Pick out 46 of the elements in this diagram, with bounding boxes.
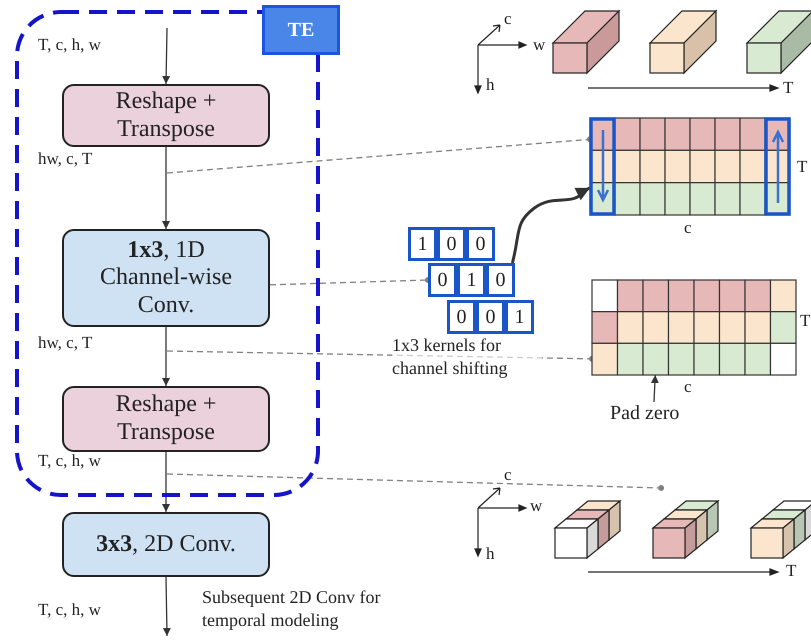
dimension-label: T, c, h, w: [38, 601, 101, 620]
arrow: [162, 28, 170, 84]
feature-grid-drawing: [590, 118, 790, 215]
dimension-label: c: [504, 10, 512, 29]
dimension-label: c: [504, 466, 512, 485]
arrow: [162, 576, 171, 636]
arrow: [162, 147, 170, 229]
dimension-label: T, c, h, w: [38, 452, 101, 471]
dimension-label: T: [783, 79, 794, 98]
arrow: [162, 327, 170, 386]
kernel-row: [428, 263, 515, 297]
callout-text: Pad zero: [610, 402, 698, 428]
caption-text: Subsequent 2D Conv for temporal modeling: [202, 586, 382, 631]
curved-arrow: [510, 186, 591, 264]
kernel-value: 0: [486, 263, 515, 297]
kernel-value: 0: [447, 300, 476, 334]
kernel-value: 0: [428, 263, 457, 297]
arrow: [650, 374, 659, 402]
kernel-row: [447, 300, 534, 334]
axis-label: c: [684, 219, 692, 238]
dimension-label: T: [786, 562, 796, 581]
process-box: 1x3, 1D Channel-wise Conv.: [62, 229, 270, 327]
dashed-connector: [166, 473, 664, 491]
dimension-label: h: [486, 545, 494, 564]
dimension-label: hw, c, T: [38, 150, 92, 169]
dimension-label: w: [533, 36, 546, 55]
process-box: Reshape + Transpose: [62, 84, 270, 147]
kernel-value: 1: [408, 227, 437, 261]
kernel-value: 0: [476, 300, 505, 334]
kernel-value: 1: [505, 300, 534, 334]
kernel-value: 1: [457, 263, 486, 297]
axis-label: T: [800, 312, 810, 331]
axis-label: c: [684, 378, 692, 397]
arrow: [162, 452, 170, 512]
dimension-label: T, c, h, w: [38, 36, 101, 55]
dimension-label: hw, c, T: [38, 334, 92, 353]
dimension-label: h: [486, 76, 494, 95]
process-box: Reshape + Transpose: [62, 386, 270, 452]
kernel-row: [408, 227, 495, 261]
dimension-label: w: [530, 497, 542, 516]
kernel-value: 0: [437, 227, 466, 261]
tag-label: TE: [262, 5, 340, 55]
kernel-value: 0: [466, 227, 495, 261]
axis-label: T: [797, 158, 808, 177]
process-box: 3x3, 2D Conv.: [62, 512, 270, 577]
shifted-grid-drawing: [592, 280, 796, 375]
